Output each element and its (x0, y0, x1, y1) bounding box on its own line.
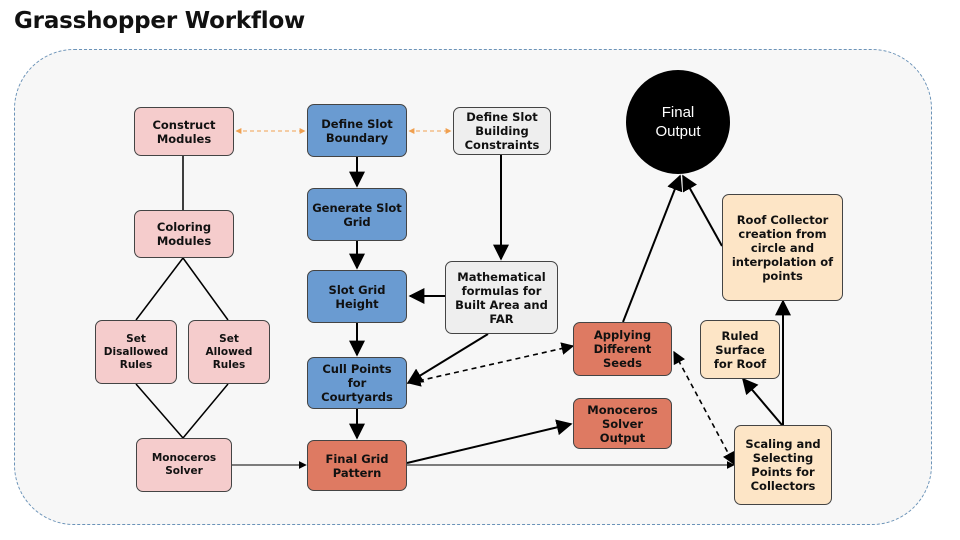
edge-final-grid-to-output (406, 419, 573, 464)
node-set-disallowed-rules: Set Disallowed Rules (95, 320, 177, 384)
node-roof-collector: Roof Collector creation from circle and … (722, 194, 843, 301)
node-label: Monoceros Solver Output (587, 402, 658, 445)
node-construct-modules: Construct Modules (134, 107, 234, 156)
edge-allowed-to-monoceros (182, 383, 229, 439)
edge-coloring-to-disallowed (135, 257, 184, 321)
node-set-allowed-rules: Set Allowed Rules (188, 320, 270, 384)
node-label: Monoceros Solver (151, 452, 217, 477)
node-label: Define Slot Boundary (321, 116, 393, 145)
node-label: Applying Different Seeds (593, 328, 652, 370)
node-label: Cull Points for Courtyards (321, 362, 393, 404)
node-cull-points: Cull Points for Courtyards (307, 357, 407, 409)
edge-coloring-to-allowed (182, 257, 229, 321)
node-define-slot-constraints: Define Slot Building Constraints (453, 107, 551, 155)
node-final-grid-pattern: Final Grid Pattern (307, 440, 407, 491)
node-label: Ruled Surface for Roof (713, 328, 767, 371)
node-label: Set Disallowed Rules (103, 332, 169, 371)
node-final-output: Final Output (626, 70, 730, 174)
edge-scaling-to-ruled (741, 377, 783, 426)
edge-disallowed-to-monoceros (135, 383, 184, 439)
node-monoceros-solver: Monoceros Solver (136, 438, 232, 492)
node-label: Coloring Modules (156, 220, 212, 248)
edge-roof-to-final-output (682, 174, 723, 247)
edge-math-to-cull (406, 333, 489, 384)
node-label: Construct Modules (152, 117, 216, 146)
node-slot-grid-height: Slot Grid Height (307, 270, 407, 323)
node-applying-seeds: Applying Different Seeds (573, 322, 672, 376)
node-label: Mathematical formulas for Built Area and… (455, 269, 548, 326)
diagram-title: Grasshopper Workflow (14, 8, 306, 34)
node-monoceros-output: Monoceros Solver Output (573, 398, 672, 449)
node-ruled-surface: Ruled Surface for Roof (700, 320, 780, 379)
node-scaling-selecting: Scaling and Selecting Points for Collect… (734, 425, 832, 505)
edge-dashed-seeds-cull (407, 342, 575, 387)
node-label: Generate Slot Grid (312, 200, 402, 229)
node-label: Define Slot Building Constraints (464, 110, 540, 152)
node-label: Scaling and Selecting Points for Collect… (745, 437, 821, 493)
edge-dashed-seeds-scaling (673, 350, 735, 466)
node-coloring-modules: Coloring Modules (134, 210, 234, 258)
node-define-slot-boundary: Define Slot Boundary (307, 104, 407, 157)
node-label: Set Allowed Rules (205, 332, 253, 371)
node-generate-slot-grid: Generate Slot Grid (307, 188, 407, 241)
node-label: Final Grid Pattern (325, 451, 389, 480)
node-label: Slot Grid Height (328, 282, 386, 311)
node-math-formulas: Mathematical formulas for Built Area and… (445, 261, 558, 334)
edge-seeds-to-final-output (622, 174, 683, 323)
node-label: Roof Collector creation from circle and … (731, 212, 834, 283)
node-label: Final Output (655, 104, 701, 140)
